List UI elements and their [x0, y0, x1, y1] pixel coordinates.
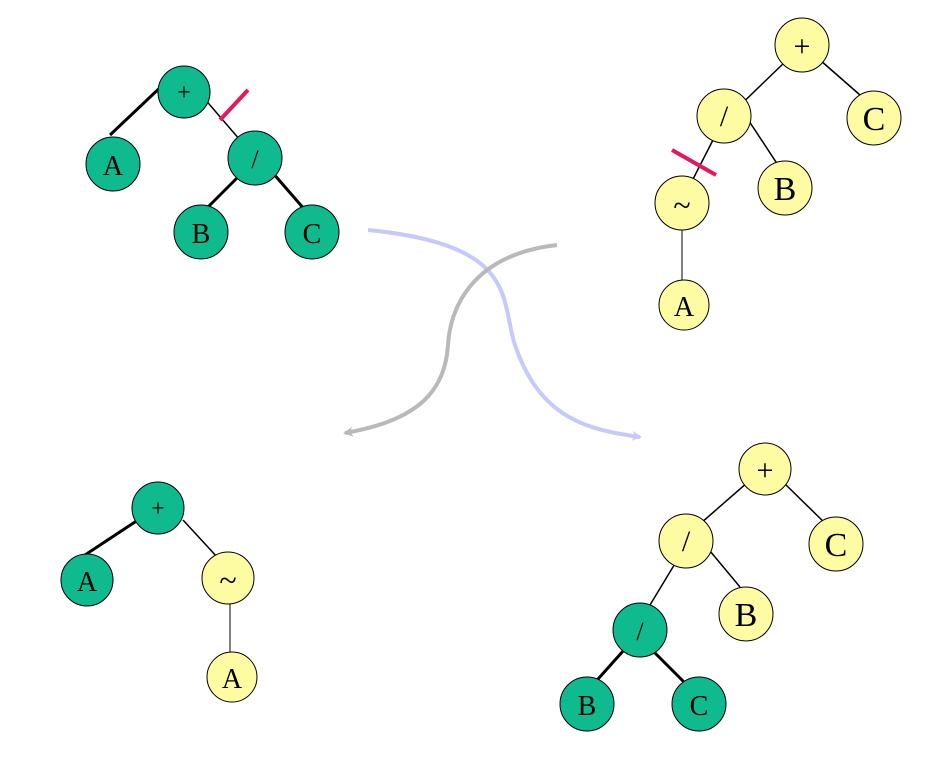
- tree-node: /: [696, 88, 752, 144]
- child-1-tree: + A ~ A: [60, 481, 258, 703]
- node-label: C: [303, 219, 322, 250]
- tree-node: A: [658, 279, 710, 331]
- node-label: +: [757, 454, 774, 487]
- tree-edge: [182, 519, 219, 559]
- node-label: B: [578, 691, 597, 722]
- node-label: C: [863, 101, 886, 138]
- tree-node: B: [173, 204, 229, 260]
- tree-node: A: [206, 651, 258, 703]
- node-label: C: [690, 691, 709, 722]
- tree-node: /: [612, 602, 668, 658]
- node-label: A: [222, 664, 243, 695]
- node-label: C: [825, 527, 848, 564]
- node-label: /: [636, 617, 644, 646]
- tree-edge: [689, 137, 715, 186]
- node-label: B: [192, 219, 211, 250]
- tree-node: C: [808, 516, 864, 572]
- tree-node: C: [671, 676, 727, 732]
- tree-node: C: [284, 204, 340, 260]
- tree-edge: [270, 171, 307, 211]
- cut-mark: [218, 88, 250, 122]
- parent-1-tree: + A / B C: [85, 65, 340, 260]
- tree-node: +: [157, 65, 211, 119]
- tree-node: /: [227, 130, 283, 186]
- tree-node: B: [718, 586, 774, 642]
- node-label: /: [720, 100, 729, 133]
- node-label: B: [774, 171, 797, 208]
- tree-edge: [108, 80, 168, 137]
- node-label: A: [674, 292, 695, 323]
- node-label: /: [682, 525, 691, 558]
- child-2-tree: + / C / B B C: [559, 442, 864, 732]
- cut-mark: [671, 148, 717, 177]
- node-label: +: [151, 496, 165, 522]
- node-label: /: [251, 145, 259, 174]
- tree-node: B: [757, 160, 813, 216]
- tree-node: B: [559, 676, 615, 732]
- node-label: ~: [219, 562, 236, 598]
- crossover-arrow-to-child-1: [343, 243, 558, 437]
- tree-node: ~: [201, 551, 255, 605]
- node-label: ~: [673, 187, 690, 223]
- node-label: +: [177, 80, 191, 106]
- node-label: A: [77, 567, 98, 598]
- tree-edge: [84, 518, 139, 557]
- tree-node: A: [60, 553, 114, 607]
- tree-node: /: [658, 513, 714, 569]
- node-label: B: [735, 597, 758, 634]
- tree-node: +: [131, 481, 185, 535]
- node-label: +: [794, 30, 811, 63]
- node-label: A: [103, 151, 124, 182]
- tree-node: +: [774, 17, 830, 73]
- crossover-arrow-to-child-2: [367, 228, 642, 441]
- tree-node: ~: [654, 175, 710, 231]
- parent-2-tree: + / C ~ B A: [654, 17, 902, 331]
- tree-edge: [649, 561, 677, 606]
- tree-node: A: [85, 136, 141, 192]
- tree-node: C: [846, 90, 902, 146]
- tree-node: +: [738, 442, 792, 496]
